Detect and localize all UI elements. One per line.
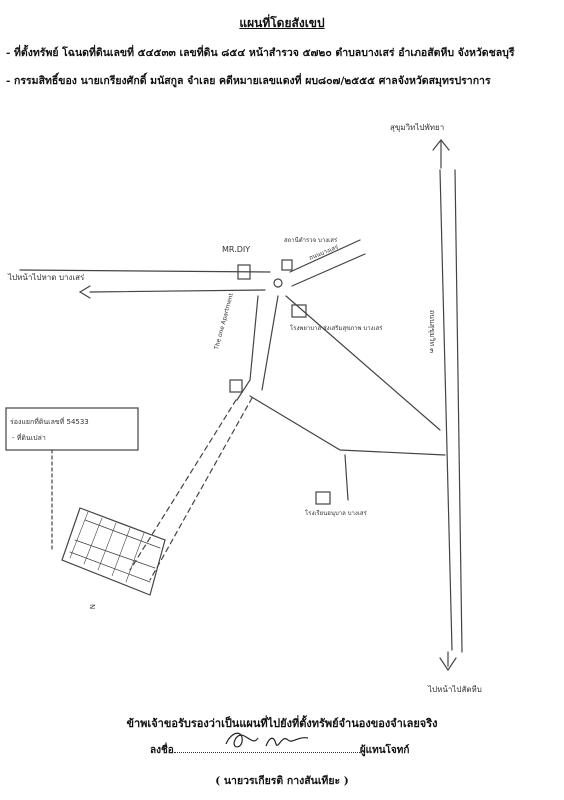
property-location-line: - ที่ตั้งทรัพย์ โฉนดที่ดินเลขที่ ๕๔๕๓๓ เ… [6, 47, 515, 59]
inner-road-right [261, 295, 279, 391]
main-road-label: ถนนสุขุมวิท ๓ [428, 310, 436, 353]
crossroad-top [285, 295, 441, 431]
main-road-right-edge [454, 169, 463, 653]
police-label: สถานีตำรวจ บางเสร่ [284, 236, 338, 244]
property-box-line2: - ที่ดินเปล่า [12, 433, 46, 442]
sign-prefix: ลงชื่อ [150, 745, 174, 756]
signature-row: ลงชื่อ ผู้แทนโจทก์ [150, 742, 450, 758]
property-box-line1: ร่องแยกที่ดินเลขที่ 54533 [10, 417, 89, 426]
west-road-top [19, 269, 271, 273]
ownership-line: - กรรมสิทธิ์ของ นายเกรียงศักดิ์ มนัสกูล … [6, 75, 491, 87]
roundabout [273, 278, 283, 288]
hospital-marker [291, 304, 307, 318]
sign-suffix: ผู้แทนโจทก์ [359, 745, 410, 756]
property-plot [61, 507, 166, 596]
mr-diy-label: MR.DIY [222, 245, 250, 254]
west-road-arrow [78, 285, 91, 299]
south-label: ไปหน้าไปสัตหีบ [427, 685, 482, 694]
west-road-bottom [89, 289, 266, 293]
diag-road-label: ถนนบางเสร่ [308, 244, 340, 262]
hospital-label: โรงพยาบาล ส่งเสริมสุขภาพ บางเสร่ [290, 324, 383, 332]
access-road-left [129, 399, 237, 571]
north-label: สุขุมวิทไปพัทยา [390, 123, 444, 132]
property-label-box [5, 407, 139, 451]
main-road-left-edge [439, 169, 453, 651]
apartment-label: The one Apartment [213, 292, 235, 352]
page-title: แผนที่โดยสังเขป [239, 16, 325, 30]
police-marker [281, 259, 293, 271]
south-road-arrow [439, 651, 457, 672]
crossroad-spur [344, 454, 349, 501]
certification-text: ข้าพเจ้าขอรับรองว่าเป็นแผนที่ไปยังที่ตั้… [126, 717, 438, 730]
inner-road-left [236, 295, 259, 401]
printed-name: ( นายวรเกียรติ กางสันเทียะ ) [215, 775, 349, 787]
north-arrow-label: N [88, 604, 96, 609]
school-label: โรงเรียนอนุบาล บางเสร่ [305, 509, 368, 517]
diag-road-bottom [291, 253, 366, 287]
apartment-marker [229, 379, 243, 393]
school-marker [315, 491, 331, 505]
handwritten-signature [225, 732, 309, 748]
north-road-arrow [432, 139, 450, 169]
diag-road-top [289, 239, 361, 273]
mr-diy-marker [237, 264, 251, 280]
crossroad-bottom [249, 395, 446, 456]
sketch-map: สุขุมวิทไปพัทยา ไปหน้าไปสัตหีบ ไปหน้าไปห… [5, 123, 482, 694]
access-road-right [149, 397, 253, 581]
west-label: ไปหน้าไปหาด บางเสร่ [7, 273, 85, 282]
